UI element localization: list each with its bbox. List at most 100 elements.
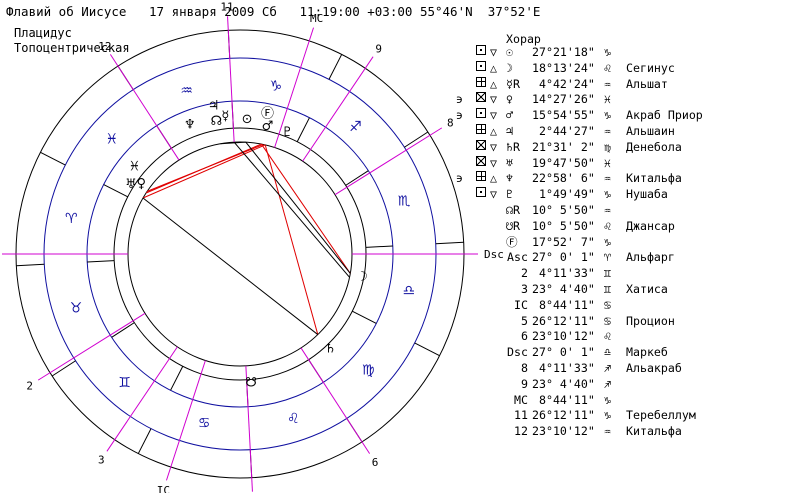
- fixed-star-name: Китальфа: [626, 171, 682, 186]
- planet-glyph: ☽: [506, 60, 513, 75]
- chart-time: 11:19:00 +03:00: [299, 4, 413, 19]
- planet-glyph: ♆: [506, 171, 513, 186]
- cusp-label: IC: [514, 297, 528, 312]
- house-cusp-label: 11: [220, 0, 233, 13]
- uranus-icon: ♅: [125, 177, 137, 192]
- cusp-row: MC 8°44'11"♑: [476, 393, 806, 408]
- planet-sign-glyph: ♍: [604, 139, 611, 154]
- sign-boundary-inner: [345, 170, 369, 186]
- cusp-label: MC: [514, 392, 528, 407]
- aspect-triangle: △: [490, 124, 497, 138]
- house-cusp-line: [274, 27, 315, 148]
- chart-header: Флавий об Иисусе 17 января 2009 Сб 11:19…: [6, 4, 540, 19]
- sign-boundary: [40, 151, 66, 166]
- aspect-triangle: △: [490, 60, 497, 75]
- house-cusp-line: [37, 312, 146, 381]
- fixed-star-name: Теребеллум: [626, 408, 696, 423]
- status-box: [476, 139, 486, 150]
- planet-glyph: ☉: [506, 45, 513, 59]
- cusp-label: 12: [514, 424, 528, 439]
- sign-boundary: [137, 428, 152, 454]
- cusp-degree: 23° 4'40": [532, 376, 595, 391]
- sign-boundary: [435, 241, 464, 245]
- house-cusp-label: MC: [310, 12, 323, 25]
- house-cusp-label: 8: [447, 117, 454, 130]
- planet-degree: 22°58' 6": [532, 171, 595, 186]
- person-name: Флавий об Иисусе: [6, 4, 127, 19]
- planet-sign-glyph: ♒: [604, 171, 611, 186]
- aspect-triangle: ▽: [490, 92, 497, 107]
- sign-boundary-inner: [352, 310, 377, 324]
- chart-latitude: 55°46'N: [419, 4, 473, 19]
- cusp-sign-glyph: ♋: [604, 297, 611, 312]
- fixed-star-name: Альшаин: [626, 124, 675, 138]
- aspect-triangle: ▽: [490, 45, 497, 59]
- north-node-icon: ☊: [211, 114, 223, 129]
- house-cusp-line: [106, 346, 178, 452]
- planet-sign-glyph: ♌: [604, 60, 611, 75]
- house-cusp-label: 2: [26, 379, 33, 392]
- point-glyph: ☊R: [506, 203, 520, 217]
- aspect-triangle: ▽: [490, 187, 497, 202]
- planet-row: ϶▽♀14°27'26"♓: [456, 92, 806, 107]
- cusp-sign-glyph: ♊: [604, 282, 611, 296]
- sun-icon: ⊙: [242, 112, 253, 127]
- house-cusp-line: [227, 16, 235, 143]
- status-box: [476, 108, 486, 119]
- aspect-triangle: △: [490, 76, 497, 91]
- house-cusp-line: [165, 360, 206, 481]
- aspect-line-opposition: [146, 143, 264, 192]
- venus-icon: ♀: [137, 176, 147, 191]
- status-box: [476, 45, 486, 55]
- aspect-line-trine: [264, 144, 319, 335]
- cusp-degree: 26°12'11": [532, 313, 595, 328]
- cusp-sign-glyph: ♑: [604, 234, 611, 249]
- fixed-star-name: Процион: [626, 313, 675, 328]
- fixed-star-name: Хатиса: [626, 282, 668, 296]
- aspect-circle: [127, 141, 353, 367]
- planet-degree: 19°47'50": [532, 155, 595, 170]
- planet-row: △☿R 4°42'24"♒Альшат: [476, 76, 806, 92]
- aspect-mark: ϶: [456, 108, 463, 123]
- planet-degree: 4°42'24": [532, 76, 595, 91]
- sign-boundary-inner: [170, 366, 184, 391]
- house-system: Плацидус: [14, 26, 72, 40]
- cusp-degree: 23°10'12": [532, 329, 595, 344]
- fortune-icon: Ⓕ: [261, 107, 274, 122]
- planet-degree: 1°49'49": [532, 187, 595, 202]
- aspect-line-minor: [245, 141, 351, 274]
- aspect-line-square: [142, 144, 266, 199]
- house-cusp-label: 9: [375, 42, 382, 55]
- sign-boundary: [16, 263, 45, 267]
- saturn-icon: ♄: [324, 342, 336, 357]
- sign-aries-glyph: ♈: [65, 211, 78, 227]
- planet-degree: 14°27'26": [532, 92, 595, 107]
- house-cusp-label: 6: [372, 456, 379, 469]
- aspect-line-minor: [220, 141, 246, 145]
- sign-pisces-glyph: ♓: [106, 132, 119, 148]
- chart-longitude: 37°52'E: [487, 4, 541, 19]
- sign-sagittarius-glyph: ♐: [349, 119, 362, 135]
- cusp-row: IC 8°44'11"♋: [476, 298, 806, 313]
- planet-sign-glyph: ♑: [604, 108, 611, 123]
- status-box: [476, 92, 486, 103]
- sign-boundary-inner: [111, 322, 135, 338]
- planet-sign-glyph: ♓: [604, 92, 611, 107]
- house-cusp-line: [109, 54, 180, 161]
- cusp-sign-glyph: ♒: [604, 203, 611, 217]
- sign-gemini-glyph: ♊: [118, 375, 131, 391]
- sign-aquarius-glyph: ♒: [180, 83, 193, 99]
- house-cusp-label: Dsc: [484, 248, 504, 261]
- aspect-triangle: ▽: [490, 108, 497, 123]
- list-title: Хорар: [506, 32, 541, 46]
- planet-row: ϶▽♂15°54'55"♑Акраб Приор: [456, 108, 806, 123]
- planet-glyph: ♅: [506, 155, 513, 170]
- south-node-icon: ☋: [245, 376, 257, 391]
- mercury-icon: ☿: [221, 109, 229, 124]
- fixed-star-name: Акраб Приор: [626, 108, 703, 123]
- sign-scorpio-glyph: ♏: [398, 194, 411, 210]
